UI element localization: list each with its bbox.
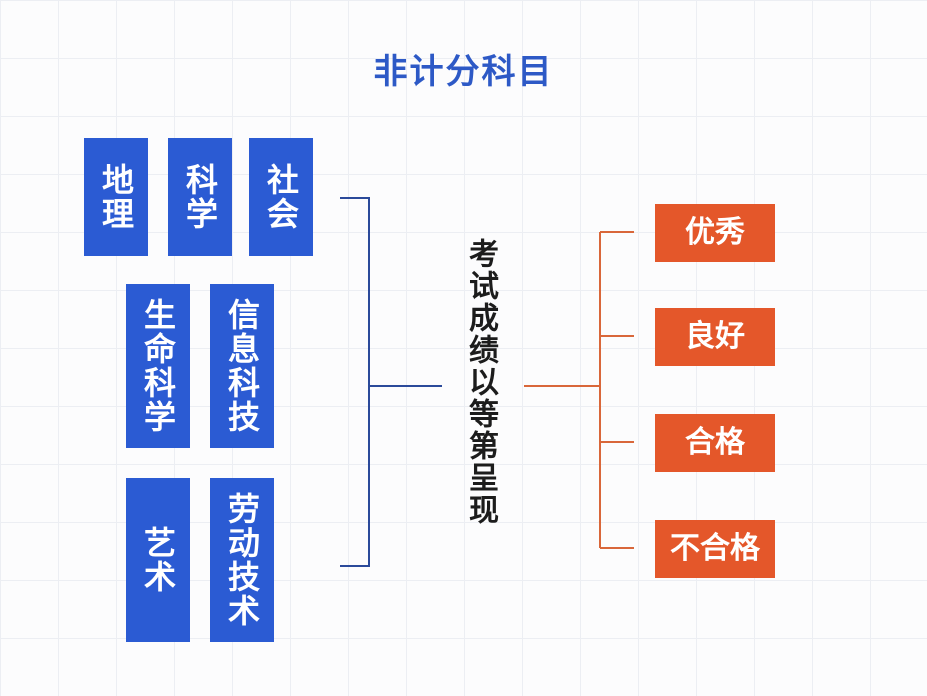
grade-bracket <box>524 231 634 549</box>
subject-labor-technology: 劳动技术 <box>210 478 274 642</box>
center-label: 考试成绩以等第呈现 <box>463 238 498 526</box>
subject-life-science: 生命科学 <box>126 284 190 448</box>
subject-science: 科学 <box>168 138 232 256</box>
grade-pass: 合格 <box>655 414 775 472</box>
grade-fail: 不合格 <box>655 520 775 578</box>
subject-society: 社会 <box>249 138 313 256</box>
grade-good: 良好 <box>655 308 775 366</box>
subject-information-technology: 信息科技 <box>210 284 274 448</box>
subject-bracket <box>340 197 442 567</box>
subject-art: 艺术 <box>126 478 190 642</box>
grade-excellent: 优秀 <box>655 204 775 262</box>
diagram-title: 非计分科目 <box>373 52 554 92</box>
subject-geography: 地理 <box>84 138 148 256</box>
